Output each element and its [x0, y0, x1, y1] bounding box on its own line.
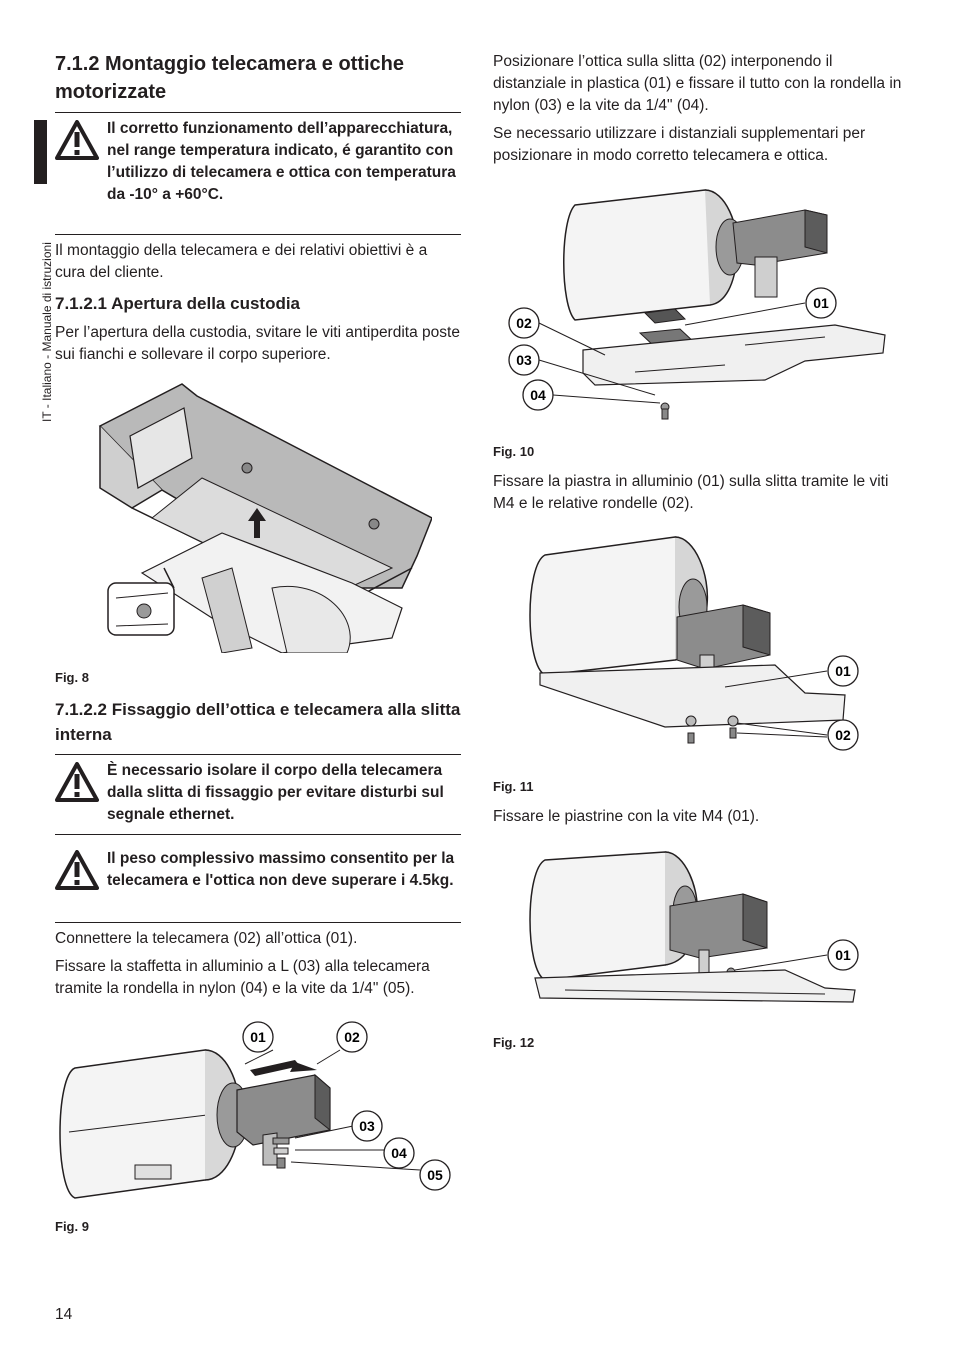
warning-icon: [55, 120, 99, 160]
fig11-callouts: 01 02: [724, 655, 859, 751]
callout-04: 04: [530, 387, 546, 403]
fig9-callouts: 01 02 03 04 05: [242, 1021, 451, 1191]
callout-02: 02: [344, 1029, 360, 1045]
callout-04: 04: [391, 1145, 407, 1161]
subsection-heading: 7.1.2.2 Fissaggio dell’ottica e telecame…: [55, 700, 461, 744]
manual-side-label: IT - Italiano - Manuale di istruzioni: [40, 242, 54, 422]
divider: [55, 754, 461, 755]
callout-01: 01: [250, 1029, 266, 1045]
warning-box-temperature: Il corretto funzionamento dell’apparecch…: [55, 118, 461, 230]
divider: [55, 834, 461, 835]
warning-text: Il peso complessivo massimo consentito p…: [107, 850, 455, 889]
paragraph: Per l’apertura della custodia, svitare l…: [55, 324, 460, 363]
warning-icon: [55, 850, 99, 890]
figure-caption: Fig. 10: [493, 444, 535, 459]
warning-box-weight: Il peso complessivo massimo consentito p…: [55, 848, 461, 918]
warning-text: Il corretto funzionamento dell’apparecch…: [107, 120, 456, 203]
figure-caption: Fig. 12: [493, 1035, 535, 1050]
figure-8-housing-open: [98, 383, 432, 653]
figure-10-lens-on-slide: 01 02 03 04: [508, 189, 886, 420]
warning-text: È necessario isolare il corpo della tele…: [107, 762, 444, 823]
figure-9-camera-lens-assembly: 01 02 03 04 05: [59, 1021, 451, 1199]
paragraph: Il montaggio della telecamera e dei rela…: [55, 242, 428, 281]
warning-box-ethernet: È necessario isolare il corpo della tele…: [55, 760, 461, 830]
paragraph: Fissare le piastrine con la vite M4 (01)…: [493, 808, 760, 825]
fig12-callouts: 01: [734, 939, 859, 971]
callout-03: 03: [359, 1118, 375, 1134]
callout-05: 05: [427, 1167, 443, 1183]
figure-caption: Fig. 11: [493, 779, 534, 794]
warning-icon: [55, 762, 99, 802]
paragraph: Fissare la piastra in alluminio (01) sul…: [493, 473, 889, 512]
callout-01: 01: [835, 947, 851, 963]
figure-12-fixing-plates: 01: [529, 851, 859, 1003]
paragraph: Se necessario utilizzare i distanziali s…: [493, 125, 866, 164]
section-heading: 7.1.2 Montaggio telecamera e ottiche mot…: [55, 53, 404, 103]
paragraph: Posizionare l’ottica sulla slitta (02) i…: [493, 53, 902, 114]
divider: [55, 234, 461, 235]
callout-03: 03: [516, 352, 532, 368]
subsection-heading: 7.1.2.1 Apertura della custodia: [55, 294, 301, 313]
fig10-callouts: 01 02 03 04: [508, 287, 837, 411]
divider: [55, 112, 461, 113]
figure-caption: Fig. 8: [55, 670, 89, 685]
section-tab-marker: [34, 120, 47, 184]
figure-caption: Fig. 9: [55, 1219, 89, 1234]
divider: [55, 922, 461, 923]
page-number: 14: [55, 1306, 73, 1323]
callout-01: 01: [813, 295, 829, 311]
paragraph: Fissare la staffetta in alluminio a L (0…: [55, 958, 430, 997]
callout-02: 02: [516, 315, 532, 331]
callout-01: 01: [835, 663, 851, 679]
callout-02: 02: [835, 727, 851, 743]
paragraph: Connettere la telecamera (02) all’ottica…: [55, 930, 358, 947]
figure-11-aluminium-plate: 01 02: [529, 536, 859, 751]
